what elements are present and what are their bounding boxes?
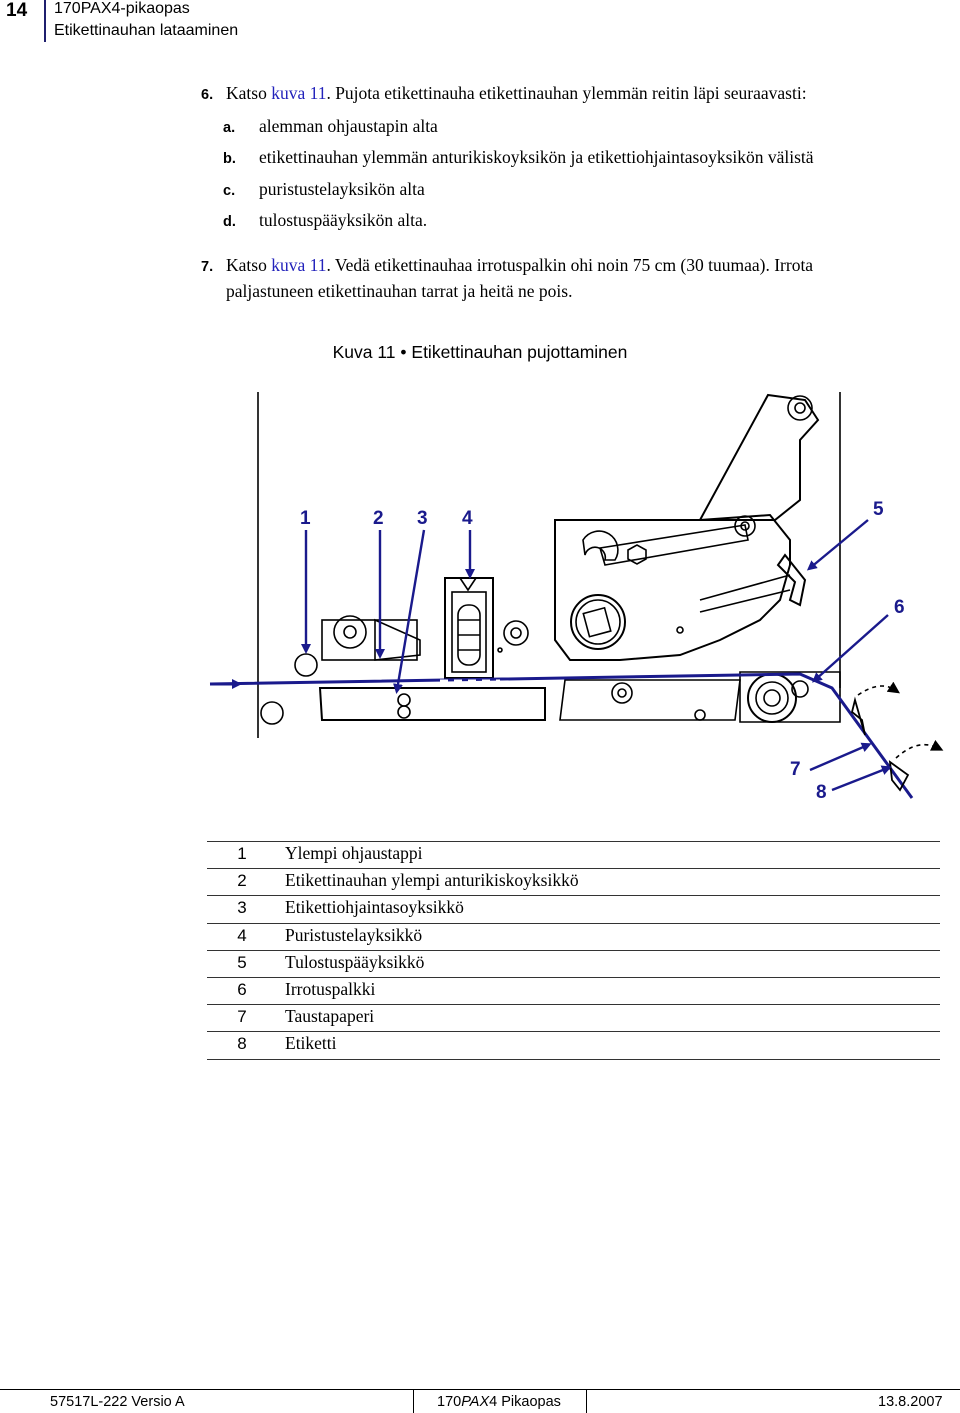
substep-b-text: etikettinauhan ylemmän anturikiskoyksikö…: [259, 147, 814, 167]
legend-row: 5 Tulostuspääyksikkö: [207, 949, 940, 977]
substep-d-text: tulostuspääyksikön alta.: [259, 210, 428, 230]
substep-a-text: alemman ohjaustapin alta: [259, 116, 438, 136]
label-piece-1: [850, 696, 866, 736]
legend-label: Tulostuspääyksikkö: [285, 951, 425, 972]
platen-roller: [739, 671, 841, 723]
printhead-unit: [497, 513, 807, 661]
legend-row: 2 Etikettinauhan ylempi anturikiskoyksikk…: [207, 868, 940, 895]
legend-label: Etiketti: [285, 1033, 337, 1054]
label-threading-diagram: 1 2 3 4 5 6 7 8: [209, 392, 944, 803]
footer-product-suffix: 4 Pikaopas: [489, 1394, 561, 1410]
lower-guide-pin: [260, 701, 284, 725]
callout-leader-3: [393, 529, 426, 694]
callout-8: 8: [816, 782, 827, 803]
step-6-number: 6.: [201, 87, 214, 103]
footer-separator: [413, 1389, 414, 1413]
footer-product-italic: PAX: [461, 1394, 490, 1410]
peel-arrow-1: [857, 681, 900, 696]
step-7-number: 7.: [201, 259, 214, 275]
legend-row: 1 Ylempi ohjaustappi: [207, 841, 940, 868]
substep-c-text: puristustelayksikön alta: [259, 179, 425, 199]
footer-product: 170PAX4 Pikaopas: [437, 1394, 561, 1410]
step-7-post: . Vedä etikettinauhaa irrotuspalkin ohi …: [326, 255, 814, 275]
printhead-arm: [698, 393, 820, 521]
callout-1: 1: [300, 508, 311, 529]
step-6-post: . Pujota etikettinauha etikettinauhan yl…: [326, 83, 807, 103]
figure-title: Kuva 11 • Etikettinauhan pujottaminen: [332, 342, 628, 362]
legend-key: 8: [237, 1034, 247, 1054]
legend-table: 1 Ylempi ohjaustappi 2 Etikettinauhan ylem…: [207, 841, 940, 1060]
page-number: 14: [6, 0, 28, 21]
footer-separator: [586, 1389, 587, 1413]
callout-leader-7: [809, 742, 872, 772]
step-7-pre: Katso: [226, 255, 272, 275]
callout-leader-6: [812, 614, 889, 683]
legend-row: 4 Puristustelayksikkö: [207, 922, 940, 950]
legend-row: 7 Taustapaperi: [207, 1004, 940, 1031]
step-6-pre: Katso: [226, 83, 272, 103]
footer-doc-number: 57517L-222 Versio A: [50, 1394, 185, 1410]
legend-label: Taustapaperi: [285, 1006, 375, 1027]
footer-rule: [0, 1389, 960, 1390]
legend-label: Irrotuspalkki: [285, 978, 376, 999]
callout-leader-8: [831, 765, 892, 792]
step-7-text: Katso kuva 11. Vedä etikettinauhaa irrot…: [226, 255, 813, 276]
upper-guide-pin: [294, 653, 318, 677]
legend-row: 8 Etiketti: [207, 1031, 940, 1060]
step-7-text-line2: paljastuneen etikettinauhan tarrat ja he…: [226, 281, 573, 301]
header-divider: [44, 0, 46, 42]
substep-a-letter: a.: [223, 120, 236, 136]
callout-2: 2: [373, 508, 384, 529]
legend-label: Puristustelayksikkö: [285, 924, 423, 945]
footer-date: 13.8.2007: [878, 1394, 943, 1410]
callout-3: 3: [417, 508, 428, 529]
legend-row: 3 Etikettiohjaintasoyksikkö: [207, 895, 940, 922]
substep-d-letter: d.: [223, 214, 236, 230]
document-title: 170PAX4-pikaopas: [54, 0, 190, 17]
upper-sensor-assembly: [321, 615, 421, 661]
legend-key: 4: [237, 925, 247, 945]
legend-label: Ylempi ohjaustappi: [285, 843, 423, 863]
callout-5: 5: [873, 499, 884, 520]
callout-4: 4: [462, 508, 473, 529]
footer-product-prefix: 170: [437, 1394, 462, 1410]
lower-base-plate: [318, 679, 741, 721]
substep-b-letter: b.: [223, 151, 236, 167]
legend-key: 6: [237, 979, 247, 999]
legend-label: Etikettiohjaintasoyksikkö: [285, 897, 464, 918]
legend-key: 2: [237, 871, 247, 891]
step-6-text: Katso kuva 11. Pujota etikettinauha etik…: [226, 83, 807, 104]
legend-key: 3: [237, 898, 247, 918]
section-title: Etikettinauhan lataaminen: [54, 22, 239, 39]
callout-7: 7: [790, 759, 801, 780]
label-piece-2: [888, 760, 910, 792]
legend-key: 5: [237, 952, 247, 972]
callout-6: 6: [894, 597, 905, 618]
legend-key: 7: [237, 1007, 247, 1027]
figure-link-step-7[interactable]: kuva 11: [271, 255, 327, 275]
legend-label: Etikettinauhan ylempi anturikiskoyksikkö: [285, 870, 579, 891]
legend-key: 1: [237, 844, 247, 863]
pinch-roller-assembly: [444, 577, 529, 679]
legend-row: 6 Irrotuspalkki: [207, 976, 940, 1004]
callout-leader-5: [806, 519, 869, 571]
substep-c-letter: c.: [223, 183, 236, 199]
peel-arrow-2: [895, 739, 944, 759]
figure-link-step-6[interactable]: kuva 11: [271, 83, 327, 103]
